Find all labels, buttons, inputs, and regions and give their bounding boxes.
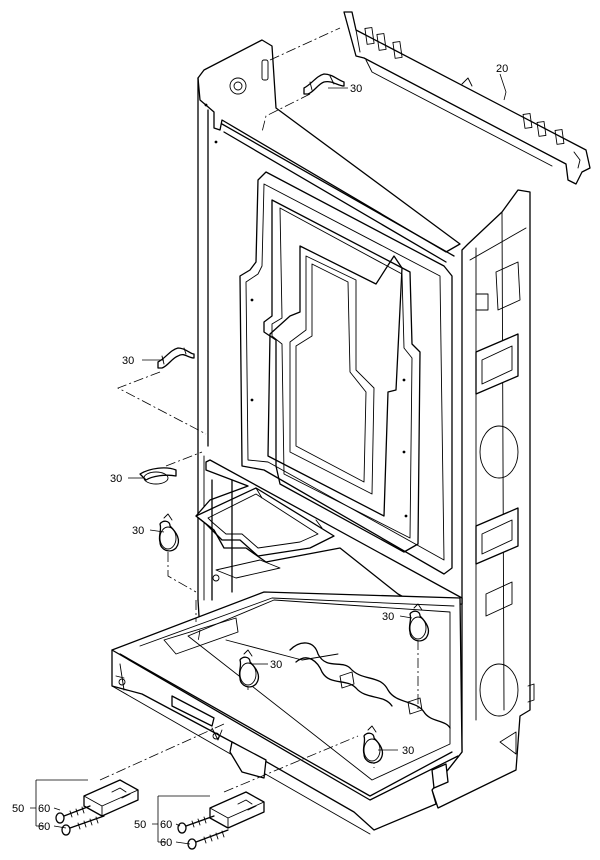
cable-clip-left-lower <box>158 513 180 552</box>
callout-clip-floor-front: 30 <box>402 745 414 757</box>
rear-mounting-rail <box>343 11 591 185</box>
cable-clip-floor-right <box>408 603 430 642</box>
screw-right-a <box>177 815 215 834</box>
callout-bracket-right: 50 <box>134 819 146 831</box>
mounting-bracket-right <box>209 791 265 829</box>
back-panel <box>239 171 453 575</box>
base-tray <box>111 591 463 835</box>
callout-screw-left-b: 60 <box>38 821 50 833</box>
callout-clip-left-middle: 30 <box>110 473 122 485</box>
callout-clip-top: 30 <box>350 83 362 95</box>
cable-clip-floor-center <box>238 649 260 688</box>
callout-screw-right-a: 60 <box>160 819 172 831</box>
callout-clip-left-upper: 30 <box>122 355 134 367</box>
cable-clip-left-upper <box>157 347 195 369</box>
cable-clip-top <box>303 73 345 95</box>
housing-frame <box>197 39 535 809</box>
callout-clip-floor-center: 30 <box>270 659 282 671</box>
callout-clip-floor-right: 30 <box>382 611 394 623</box>
mounting-bracket-left <box>83 779 139 817</box>
callout-screw-right-b: 60 <box>160 837 172 849</box>
screw-right-b <box>187 829 229 850</box>
cable-clip-left-middle <box>139 467 177 485</box>
callout-bracket-left: 50 <box>12 803 24 815</box>
callout-rear-rail: 20 <box>496 63 508 75</box>
leader-lines <box>30 73 507 845</box>
screw-left-a <box>55 805 91 824</box>
callout-clip-left-lower: 30 <box>132 525 144 537</box>
middle-shelf <box>195 459 463 607</box>
screw-left-b <box>61 815 105 836</box>
cable-clip-floor-front <box>362 725 384 764</box>
assembly-lines <box>99 27 419 793</box>
callout-screw-left-a: 60 <box>38 803 50 815</box>
callout-labels: 20 30 30 30 30 30 30 30 50 60 60 50 60 6… <box>12 63 508 849</box>
